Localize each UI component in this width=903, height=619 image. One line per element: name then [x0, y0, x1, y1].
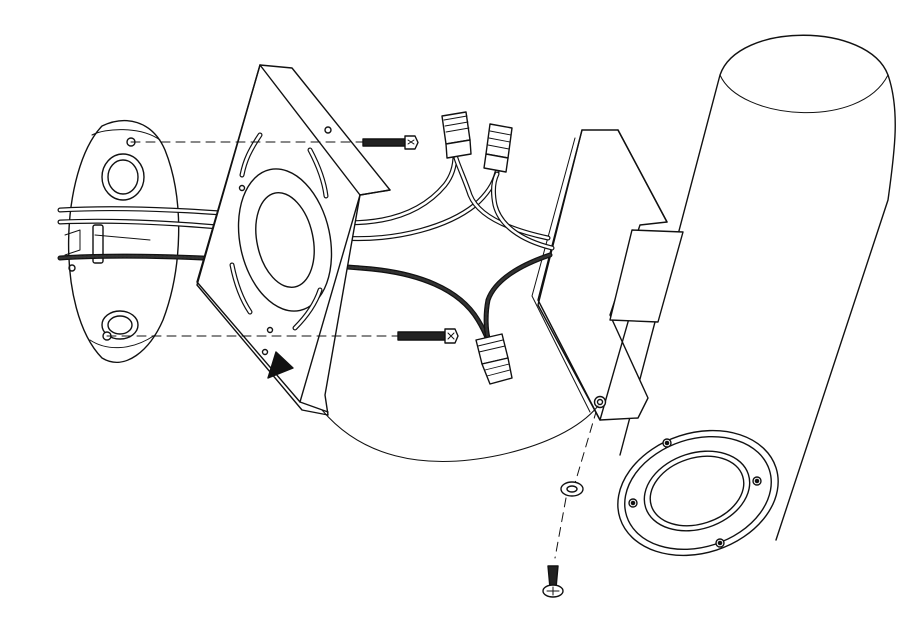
set-screw	[542, 565, 564, 598]
alignment-lines	[106, 141, 597, 559]
mounting-plate	[196, 64, 391, 416]
insertion-arrow	[267, 351, 294, 379]
cylinder-housing	[619, 34, 896, 541]
washer	[560, 481, 584, 497]
mounting-bolt-upper	[362, 135, 419, 150]
fixture-backplate	[531, 129, 684, 421]
mounting-bolt-lower	[397, 328, 459, 344]
connection-curve	[321, 405, 599, 462]
junction-box	[64, 119, 180, 364]
wire-nut-2	[483, 123, 513, 173]
wire-nut-1	[441, 111, 472, 159]
lens-ring	[617, 429, 779, 557]
wire-nut-3	[475, 333, 513, 385]
